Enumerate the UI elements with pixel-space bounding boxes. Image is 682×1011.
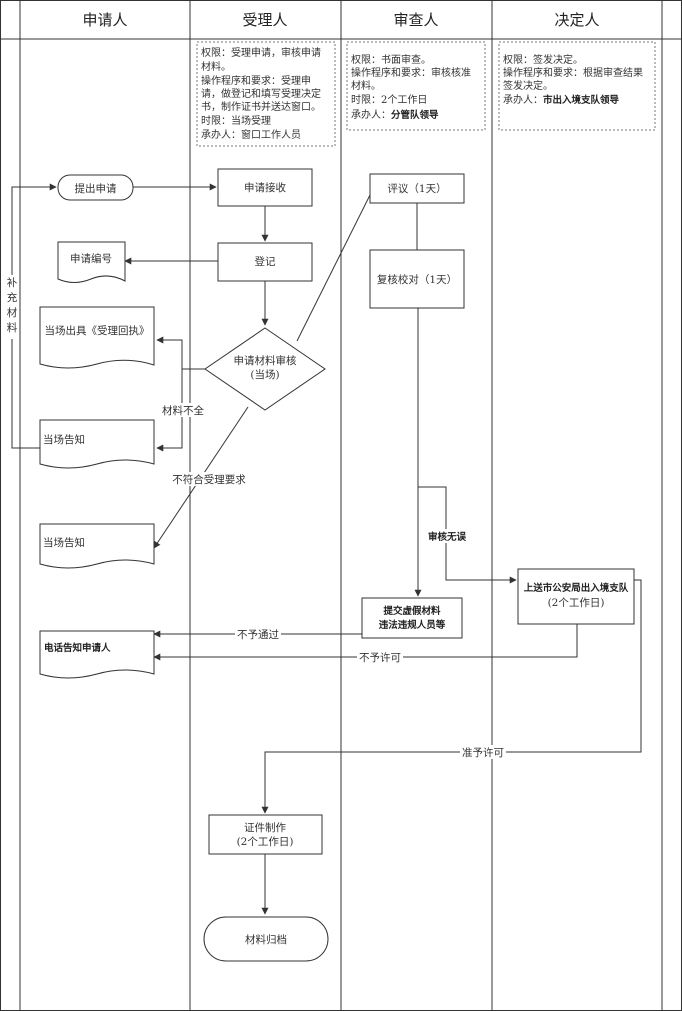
not-meet-label: 不符合受理要求 (172, 473, 246, 486)
reviewer-handler-prefix: 承办人： (351, 108, 391, 121)
node-notify-2: 当场告知 (39, 523, 155, 569)
decider-note: 权限：签发决定。 操作程序和要求：根据审查结果 签发决定。 承办人：市出入境支队… (498, 41, 656, 131)
label-supplement: 补 充 材 料 (6, 275, 18, 339)
node-review-label-2: (当场) (250, 368, 279, 381)
label-review-ok: 审核无误 (424, 529, 470, 543)
node-evaluate-label: 评议（1天） (387, 183, 446, 195)
node-app-number: 申请编号 (57, 241, 126, 283)
supplement-char: 补 (7, 276, 18, 289)
node-make-cert-label-1: 证件制作 (244, 821, 286, 834)
reviewer-note-line: 材料。 (351, 79, 381, 92)
label-incomplete: 材料不全 (160, 403, 206, 417)
acceptor-note-line: 承办人：窗口工作人员 (201, 128, 301, 141)
acceptor-note-line: 材料。 (201, 60, 231, 73)
node-notify-2-label: 当场告知 (43, 536, 85, 549)
acceptor-note: 权限：受理申请，审核申请 材料。 操作程序和要求：受理申 请，做登记和填写受理决… (196, 41, 336, 147)
node-recheck-label: 复核校对（1天） (377, 273, 457, 286)
node-receive-label: 申请接收 (244, 181, 286, 194)
node-evaluate: 评议（1天） (369, 173, 465, 204)
node-review-decision: 申请材料审核 (当场) (204, 327, 326, 411)
label-not-pass: 不予通过 (235, 627, 281, 641)
not-pass-label: 不予通过 (237, 628, 279, 641)
acceptor-note-line: 时限：当场受理 (201, 114, 271, 127)
edge-review-receipt (156, 336, 205, 370)
label-not-permit: 不予许可 (357, 650, 403, 664)
lane-header-acceptor: 受理人 (242, 11, 287, 29)
reviewer-handler: 分管队领导 (391, 109, 439, 121)
lane-header-applicant: 申请人 (82, 11, 127, 29)
node-register: 登记 (217, 242, 313, 282)
node-false-material: 提交虚假材料 违法违规人员等 (361, 597, 463, 639)
node-archive: 材料归档 (203, 916, 329, 962)
node-report-label-2: (2个工作日) (548, 597, 605, 609)
reviewer-note-line: 权限：书面审查。 (351, 53, 431, 66)
supplement-char: 料 (7, 321, 18, 334)
reviewer-note-line: 时限：2个工作日 (351, 94, 427, 106)
reviewer-note-line: 操作程序和要求：审核核准 (351, 66, 471, 79)
supplement-char: 材 (7, 306, 18, 319)
decider-note-line: 操作程序和要求：根据审查结果 (503, 66, 643, 79)
node-review-label-1: 申请材料审核 (234, 354, 297, 367)
acceptor-note-line: 操作程序和要求：受理申 (201, 74, 311, 87)
node-make-cert: 证件制作 (2个工作日) (208, 814, 323, 855)
node-report: 上送市公安局出入境支队 (2个工作日) (517, 568, 635, 625)
node-phone-notify-label: 电话告知申请人 (44, 642, 111, 654)
node-receipt: 当场出具《受理回执》 (39, 306, 155, 369)
node-false-material-label-1: 提交虚假材料 (383, 605, 441, 617)
review-ok-label: 审核无误 (428, 531, 467, 543)
acceptor-note-line: 书，制作证书并送达窗口。 (201, 100, 321, 113)
edge-review-evaluate (296, 194, 371, 342)
node-submit-label: 提出申请 (75, 182, 117, 195)
node-receipt-label: 当场出具《受理回执》 (45, 324, 150, 337)
node-notify-1-label: 当场告知 (43, 433, 85, 446)
reviewer-note: 权限：书面审查。 操作程序和要求：审核核准 材料。 时限：2个工作日 承办人：分… (346, 41, 486, 131)
decider-note-line: 签发决定。 (503, 79, 553, 92)
node-report-label-1: 上送市公安局出入境支队 (524, 582, 629, 594)
lane-header-reviewer: 审查人 (393, 11, 438, 29)
node-recheck: 复核校对（1天） (369, 249, 465, 309)
acceptor-note-line: 请，做登记和填写受理决定 (201, 87, 321, 100)
decider-note-line: 权限：签发决定。 (503, 53, 583, 66)
incomplete-label: 材料不全 (162, 404, 204, 417)
node-register-label: 登记 (255, 255, 276, 268)
lane-header-decider: 决定人 (554, 11, 599, 29)
node-make-cert-label-2: (2个工作日) (237, 836, 294, 848)
node-submit: 提出申请 (57, 174, 134, 201)
acceptor-note-line: 权限：受理申请，审核申请 (201, 46, 321, 59)
not-permit-label: 不予许可 (359, 651, 401, 664)
edge-permit (261, 579, 642, 814)
decider-note-line: 承办人：市出入境支队领导 (503, 93, 620, 106)
edge-review-notify (156, 369, 183, 452)
node-archive-label: 材料归档 (245, 933, 287, 946)
decider-handler: 市出入境支队领导 (543, 94, 620, 106)
label-permit: 准予许可 (460, 745, 506, 759)
node-app-number-label: 申请编号 (70, 252, 112, 265)
supplement-char: 充 (7, 291, 18, 304)
node-false-material-label-2: 违法违规人员等 (379, 619, 446, 631)
decider-handler-prefix: 承办人： (503, 93, 543, 106)
permit-label: 准予许可 (462, 746, 504, 759)
label-not-meet: 不符合受理要求 (171, 472, 247, 486)
node-receive: 申请接收 (217, 168, 313, 207)
edge-not-permit (153, 624, 578, 661)
node-notify-1: 当场告知 (39, 419, 155, 469)
node-phone-notify: 电话告知申请人 (39, 630, 155, 679)
reviewer-note-line: 承办人：分管队领导 (351, 108, 439, 121)
